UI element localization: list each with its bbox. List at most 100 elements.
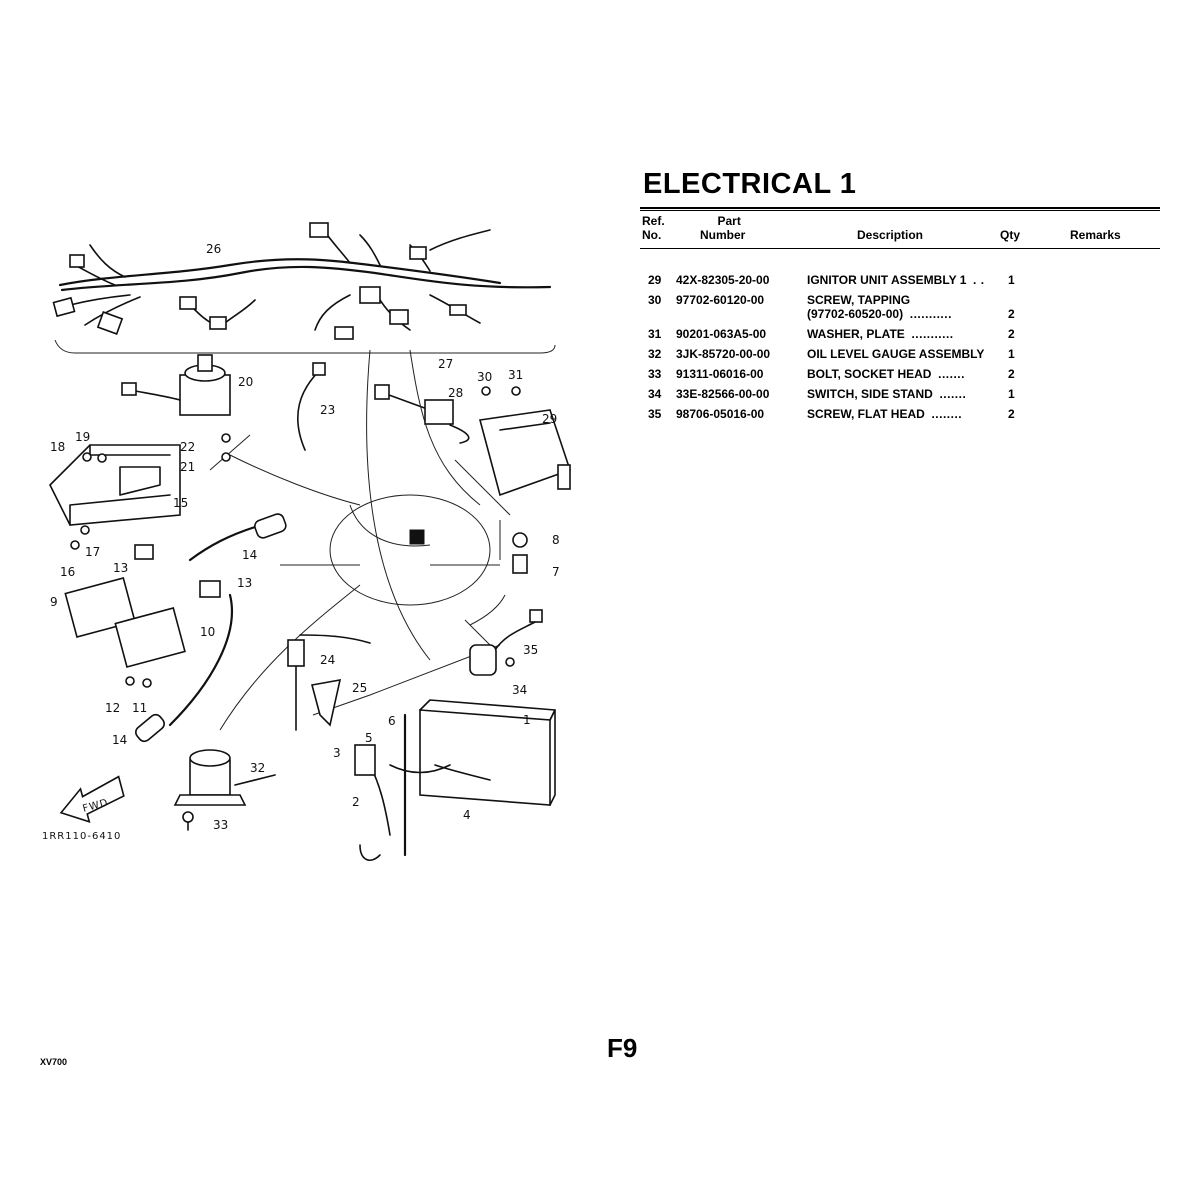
callout-11: 11 xyxy=(132,701,147,715)
row-leader-dots: . . xyxy=(973,273,985,287)
model-label: XV700 xyxy=(40,1057,68,1067)
main-switch xyxy=(121,354,231,416)
header-description: Description xyxy=(857,228,924,242)
row-ref: 31 xyxy=(648,327,662,341)
page-number: F9 xyxy=(607,1033,638,1063)
row-description: IGNITOR UNIT ASSEMBLY 1 xyxy=(807,273,967,287)
header-part-line2: Number xyxy=(700,228,746,242)
row-leader-dots: ........... xyxy=(909,307,952,321)
callout-17: 17 xyxy=(85,545,100,559)
callout-31: 31 xyxy=(508,368,523,382)
row-qty: 2 xyxy=(1008,407,1015,421)
row-part-number: 33E-82566-00-00 xyxy=(676,387,770,401)
callout-16: 16 xyxy=(60,565,75,579)
sidestand-switch xyxy=(469,609,543,676)
row-qty: 2 xyxy=(1008,367,1015,381)
lead-wire xyxy=(297,369,321,451)
header-part: Part Number xyxy=(700,214,745,242)
row-qty: 2 xyxy=(1008,327,1015,341)
callout-1: 1 xyxy=(523,713,531,727)
ignitor-unit xyxy=(478,409,572,497)
row-part-number: 90201-063A5-00 xyxy=(676,327,767,341)
row-leader-dots: ....... xyxy=(938,367,965,381)
callout-14b: 14 xyxy=(112,733,127,747)
cover-box xyxy=(49,444,181,526)
callout-34: 34 xyxy=(512,683,527,697)
callout-6: 6 xyxy=(388,714,396,728)
header-ref-line1: Ref. xyxy=(642,214,665,228)
row-leader-dots: ....... xyxy=(939,387,967,401)
callout-8: 8 xyxy=(552,533,560,547)
plug-lead-upper xyxy=(188,525,257,562)
callout-21: 21 xyxy=(180,460,195,474)
relay-assembly xyxy=(374,384,470,444)
callout-30: 30 xyxy=(477,370,492,384)
page-title: ELECTRICAL 1 xyxy=(643,168,857,200)
row-ref: 32 xyxy=(648,347,662,361)
callout-14: 14 xyxy=(242,548,257,562)
header-ref: Ref. No. xyxy=(642,214,665,242)
row-qty: 1 xyxy=(1008,387,1015,401)
callout-13b: 13 xyxy=(237,576,252,590)
callout-4: 4 xyxy=(463,808,471,822)
row-part-number: 3JK-85720-00-00 xyxy=(676,347,771,361)
callout-29: 29 xyxy=(542,412,557,426)
title-rule xyxy=(640,207,1160,209)
frame-outline xyxy=(209,349,511,731)
row-description: SWITCH, SIDE STAND xyxy=(807,387,933,401)
row-ref: 30 xyxy=(648,293,662,307)
forward-arrow: FWD xyxy=(59,775,125,823)
row-description: BOLT, SOCKET HEAD xyxy=(807,367,932,381)
header-qty: Qty xyxy=(1000,228,1021,242)
electrical-diagram-drawing: FWD 26 27 30 31 20 23 28 29 xyxy=(42,222,572,861)
callout-33: 33 xyxy=(213,818,228,832)
row-part-number: 97702-60120-00 xyxy=(676,293,765,307)
callout-13a: 13 xyxy=(113,561,128,575)
callout-2: 2 xyxy=(352,795,360,809)
header-part-line1: Part xyxy=(717,214,741,228)
row-leader-dots: ........... xyxy=(911,327,954,341)
row-qty: 1 xyxy=(1008,273,1015,287)
row-qty: 1 xyxy=(1008,347,1015,361)
row-ref: 33 xyxy=(648,367,662,381)
wire-harness xyxy=(52,222,556,354)
callout-15: 15 xyxy=(173,496,188,510)
callout-22: 22 xyxy=(180,440,195,454)
row-ref: 34 xyxy=(648,387,662,401)
oil-level-gauge xyxy=(173,749,276,831)
callout-5: 5 xyxy=(365,731,373,745)
callout-32: 32 xyxy=(250,761,265,775)
neutral-switch xyxy=(512,532,528,574)
callout-20: 20 xyxy=(238,375,253,389)
drawing-code: 1RR110-6410 xyxy=(42,831,121,842)
callout-23: 23 xyxy=(320,403,335,417)
callout-26: 26 xyxy=(206,242,221,256)
row-qty: 2 xyxy=(1008,307,1015,321)
header-ref-line2: No. xyxy=(642,228,662,242)
callout-25: 25 xyxy=(352,681,367,695)
row-ref: 29 xyxy=(648,273,662,287)
row-ref: 35 xyxy=(648,407,662,421)
callout-24: 24 xyxy=(320,653,335,667)
row-description: WASHER, PLATE xyxy=(807,327,905,341)
callout-27: 27 xyxy=(438,357,453,371)
title-rule-thin xyxy=(640,210,1160,211)
header-rule xyxy=(640,248,1160,249)
callout-7: 7 xyxy=(552,565,560,579)
header-remarks: Remarks xyxy=(1070,228,1121,242)
callout-35: 35 xyxy=(523,643,538,657)
battery xyxy=(419,699,556,806)
row-description: SCREW, TAPPING xyxy=(807,293,911,307)
callout-12: 12 xyxy=(105,701,120,715)
callout-numbers: 26 27 30 31 20 23 28 29 19 18 22 21 15 1… xyxy=(50,242,560,832)
callout-28: 28 xyxy=(448,386,463,400)
callout-18: 18 xyxy=(50,440,65,454)
callout-3: 3 xyxy=(333,746,341,760)
ignition-coils xyxy=(64,544,221,668)
callout-19: 19 xyxy=(75,430,90,444)
row-part-number: 91311-06016-00 xyxy=(676,367,764,381)
switch-bracket xyxy=(311,679,342,727)
row-part-number: 42X-82305-20-00 xyxy=(676,273,770,287)
callout-10: 10 xyxy=(200,625,215,639)
